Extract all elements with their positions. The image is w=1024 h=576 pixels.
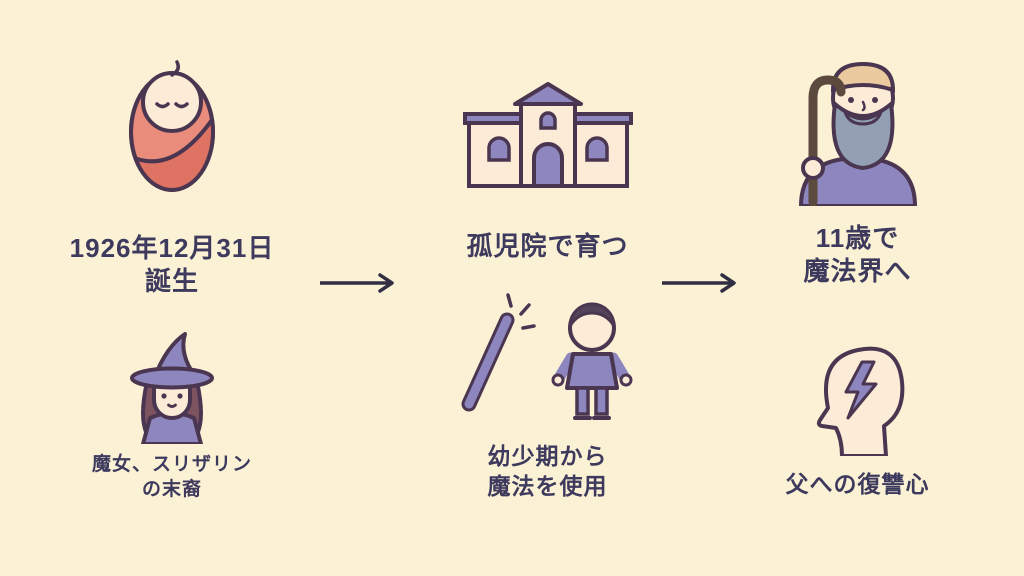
node-magic-label: 幼少期から 魔法を使用	[488, 442, 608, 502]
node-witch-label: 魔女、スリザリン の末裔	[92, 452, 252, 502]
node-orphanage: 孤児院で育つ	[410, 80, 685, 263]
node-witch-mother: 魔女、スリザリン の末裔	[32, 330, 312, 502]
node-revenge-label: 父への復讐心	[786, 470, 930, 500]
node-birth-label: 1926年12月31日 誕生	[70, 232, 275, 297]
node-childhood-magic: 幼少期から 魔法を使用	[410, 292, 685, 502]
witch-icon	[117, 330, 227, 444]
orphanage-label-line1: 孤児院で育つ	[466, 231, 629, 261]
wizard-label-line1: 11歳で	[815, 223, 900, 253]
node-orphanage-label: 孤児院で育つ	[466, 230, 628, 263]
node-wizard-label: 11歳で 魔法界へ	[803, 222, 911, 287]
baby-icon	[118, 52, 226, 204]
node-wizard-world: 11歳で 魔法界へ	[730, 46, 985, 287]
witch-label-line1: 魔女、スリザリン	[91, 454, 252, 475]
birth-label-line2: 誕生	[144, 265, 199, 296]
witch-label-line2: の末裔	[141, 479, 202, 501]
revenge-label-line1: 父への復讐心	[785, 471, 930, 497]
arrow-right-icon	[318, 271, 396, 300]
birth-label-line1: 1926年12月31日	[69, 233, 275, 263]
wizard-label-line2: 魔法界へ	[803, 255, 912, 286]
magic-label-line1: 幼少期から	[487, 443, 608, 469]
orphanage-building-icon	[462, 80, 633, 190]
arrow-right-icon	[660, 271, 738, 300]
node-revenge: 父への復讐心	[730, 324, 985, 500]
old-wizard-icon	[783, 46, 933, 206]
node-birth: 1926年12月31日 誕生	[32, 52, 312, 297]
magic-label-line2: 魔法を使用	[487, 472, 608, 499]
head-lightning-icon	[804, 324, 912, 456]
magic-wand-boy-icon	[455, 292, 640, 424]
